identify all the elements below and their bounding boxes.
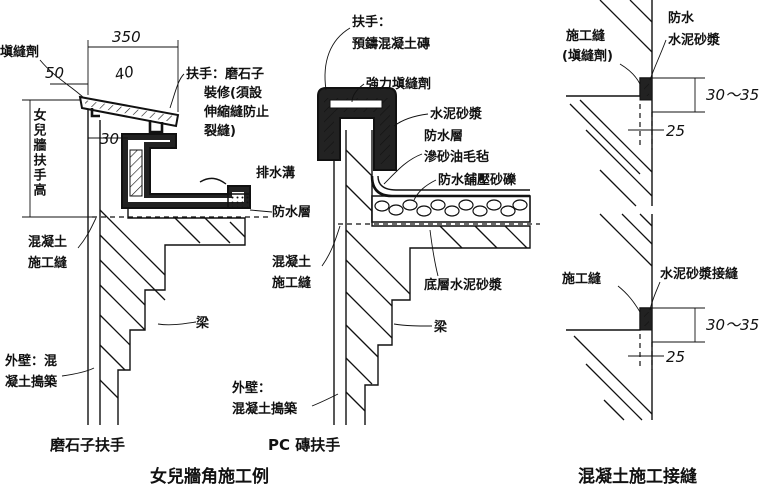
right-bottom-detail: 施工縫 水泥砂漿接縫 30～35 25 [562, 213, 759, 421]
dim-40: 40 [113, 62, 135, 84]
waterproof-label-mid-1: 防水層 [424, 128, 463, 144]
right-panel: 施工縫 (塡縫劑) 防水 水泥砂漿 30～35 25 [562, 0, 759, 487]
left-beam-hatching [99, 209, 246, 399]
gutter-hatch [129, 149, 143, 197]
sealant-label-mid: 強力塡縫劑 [366, 76, 431, 92]
gravel-stones [374, 199, 528, 217]
right-top-waterproof-1: 防水 [668, 10, 695, 26]
wall-label-left-2: 凝土搗築 [5, 374, 58, 390]
mortar-label-mid: 水泥砂漿 [430, 106, 483, 122]
right-top-waterproof-2: 水泥砂漿 [668, 32, 721, 48]
sealant-strip [329, 99, 383, 109]
drain-label: 排水溝 [256, 165, 295, 181]
right-top-dim-a: 30～35 [706, 86, 759, 104]
right-top-dim-b: 25 [666, 122, 685, 140]
mid-waterproof-membrane [370, 175, 530, 198]
terrazzo-cap-fill [84, 100, 174, 122]
joint-label-left-2: 施工縫 [28, 255, 67, 271]
right-bottom-joint-label: 施工縫 [562, 271, 601, 287]
mid-beam-hatching [345, 149, 528, 412]
mid-handrail-label-2: 預鑄混凝土磚 [352, 36, 430, 52]
right-caption: 混凝土施工接縫 [578, 466, 698, 487]
mid-beam-outline [364, 130, 531, 425]
right-bottom-dim-a: 30～35 [706, 316, 759, 334]
dim-50: 50 [45, 64, 64, 82]
right-top-detail: 施工縫 (塡縫劑) 防水 水泥砂漿 30～35 25 [562, 0, 759, 207]
mid-mortar-layer [377, 175, 530, 191]
cap-hooks [90, 108, 164, 134]
waterproof-label-left: 防水層 [272, 204, 311, 220]
middle-panel: 扶手： 預鑄混凝土磚 強力塡縫劑 水泥砂漿 防水層 滲砂油毛毡 防水舖壓砂礫 混… [231, 14, 540, 454]
wall-label-left-1: 外壁：混 [4, 353, 57, 369]
handrail-title-left: 扶手：磨石子 [186, 66, 264, 82]
right-top-step [566, 77, 652, 97]
sealant-label-left: 塡縫劑 [0, 44, 39, 60]
parapet-height-label: 女兒牆扶手高 [31, 107, 47, 198]
joint-label-mid-1: 混凝土 [272, 254, 311, 270]
beam-label-mid: 梁 [433, 319, 448, 335]
mid-handrail-label-1: 扶手： [352, 14, 391, 30]
right-top-joint-label-2: (塡縫劑) [562, 48, 613, 64]
joint-label-left-1: 混凝土 [28, 234, 67, 250]
gravel-label: 防水舖壓砂礫 [438, 172, 517, 188]
wall-label-mid-1: 外壁： [231, 380, 271, 396]
right-bottom-dim-b: 25 [666, 348, 685, 366]
beam-label-left: 梁 [195, 315, 210, 331]
dim-350: 350 [112, 28, 141, 46]
mid-caption: PC 磚扶手 [268, 436, 340, 454]
handrail-note-3: 裂縫) [203, 123, 236, 139]
right-top-joint-label-1: 施工縫 [566, 28, 605, 44]
drain-leader [199, 177, 227, 185]
handrail-note-2: 伸縮縫防止 [203, 104, 269, 120]
waterproof-label-mid-2: 滲砂油毛毡 [424, 149, 489, 165]
handrail-note-1: 裝修(須設 [203, 85, 263, 101]
base-mortar-label: 底層水泥砂漿 [424, 277, 503, 293]
right-bottom-mortar-label: 水泥砂漿接縫 [660, 266, 738, 282]
wall-label-mid-2: 混凝土搗築 [232, 401, 298, 417]
left-caption: 磨石子扶手 [49, 436, 125, 454]
left-beam-outline [117, 140, 246, 425]
left-panel: 350 50 40 30 女兒牆扶手高 塡縫劑 扶手：磨石子 裝修(須設 伸縮縫… [0, 28, 311, 454]
joint-label-mid-2: 施工縫 [272, 275, 311, 291]
dim-30: 30 [100, 130, 119, 148]
bottom-caption: 女兒牆角施工例 [150, 466, 269, 487]
drain-gravel [227, 193, 251, 209]
